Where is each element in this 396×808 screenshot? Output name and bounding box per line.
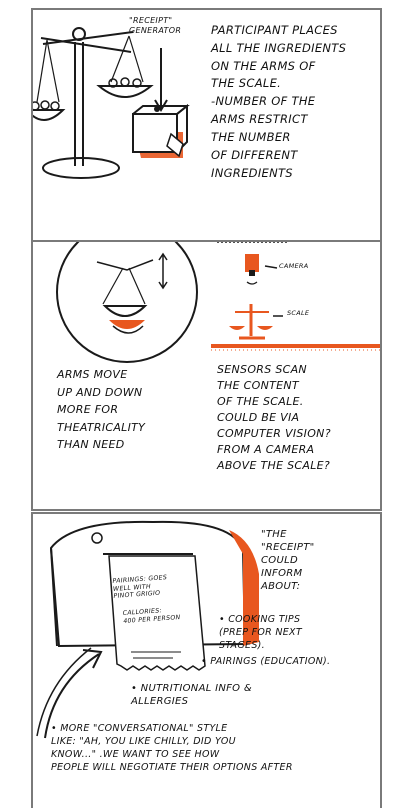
- receipt-generator-label: "RECEIPT" GENERATOR: [129, 16, 182, 35]
- receipt-intro-note: "THE "RECEIPT" COULD INFORM ABOUT:: [261, 529, 315, 592]
- panel-sensors: CAMERA SCALE ARMS MOVE UP AND DOWN MORE …: [31, 240, 382, 511]
- receipt-pairings: PAIRINGS: GOES WELL WITH PINOT GRIGIO: [112, 574, 168, 601]
- panel-receipt: PAIRINGS: GOES WELL WITH PINOT GRIGIO CA…: [31, 512, 382, 808]
- arms-note: ARMS MOVE UP AND DOWN MORE FOR THEATRICA…: [57, 368, 146, 452]
- scale-label: SCALE: [287, 309, 310, 317]
- panel-scale-setup: "RECEIPT" GENERATOR PARTICIPANT PLACES A…: [31, 8, 382, 242]
- receipt-printer-sketch: [36, 520, 259, 739]
- bullet-conversational-style: • MORE "CONVERSATIONAL" STYLE LIKE: "AH,…: [51, 723, 293, 774]
- scale-sketch: [33, 27, 190, 179]
- bullet-pairings: • PAIRINGS (EDUCATION).: [201, 656, 331, 667]
- sensors-note: SENSORS SCAN THE CONTENT OF THE SCALE. C…: [217, 363, 331, 472]
- sensors-sketch: [56, 242, 380, 363]
- bullet-cooking-tips: • COOKING TIPS (PREP FOR NEXT STAGES).: [219, 614, 302, 651]
- camera-label: CAMERA: [279, 262, 309, 270]
- bullet-nutrition: • NUTRITIONAL INFO & ALLERGIES: [131, 683, 252, 707]
- panel1-note: PARTICIPANT PLACES ALL THE INGREDIENTS O…: [211, 23, 347, 180]
